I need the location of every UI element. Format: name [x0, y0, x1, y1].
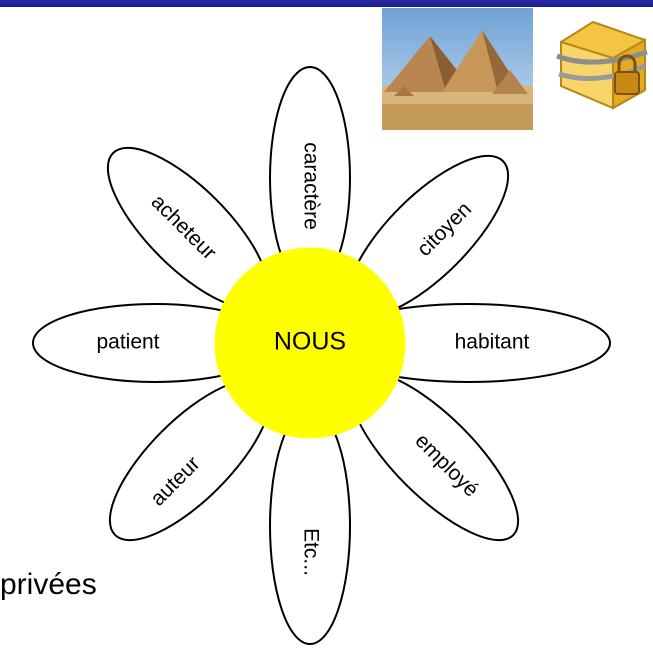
partial-caption-text: privées — [0, 568, 97, 601]
petal-left-label: patient — [96, 331, 159, 354]
pyramids-photo — [382, 8, 533, 130]
petal-top: caractère — [269, 66, 351, 290]
petal-top-right: citoyen — [346, 154, 510, 318]
center-circle: NOUS — [214, 247, 406, 439]
petal-bottom-left: auteur — [108, 378, 272, 542]
petal-right-label: habitant — [455, 331, 530, 354]
petal-left: patient — [32, 303, 278, 383]
petal-bottom-label: Etc... — [299, 528, 322, 576]
top-title-bar — [0, 0, 653, 7]
locked-folder-icon — [553, 12, 649, 110]
petal-bottom: Etc... — [269, 407, 351, 645]
petal-top-label: caractère — [299, 142, 322, 230]
center-label: NOUS — [274, 328, 346, 356]
